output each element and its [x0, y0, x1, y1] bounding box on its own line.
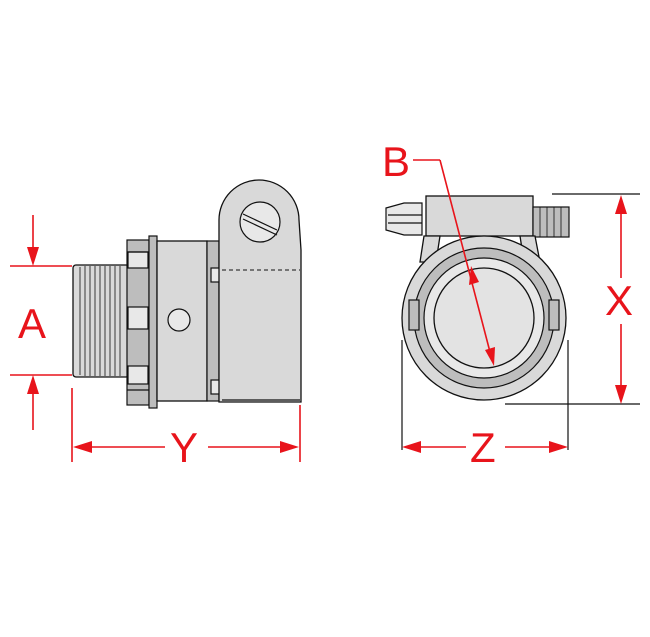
label-b: B [382, 138, 410, 185]
collar [206, 240, 222, 402]
dimension-x: X [605, 195, 633, 404]
label-x: X [605, 277, 633, 324]
left-tab [408, 299, 420, 331]
label-y: Y [170, 424, 198, 471]
locknut [126, 239, 150, 406]
right-tab [548, 299, 560, 331]
flange [148, 235, 158, 409]
clamp-bar [385, 195, 570, 238]
connector-body [156, 240, 208, 402]
label-a: A [18, 300, 46, 347]
front-view [385, 193, 640, 450]
threaded-end [72, 264, 130, 378]
dimension-z: Z [402, 424, 568, 471]
dimension-b: B [382, 138, 495, 366]
side-view [72, 179, 302, 409]
label-z: Z [470, 424, 496, 471]
dimension-a: A [10, 215, 72, 430]
set-screw-hole [167, 308, 191, 332]
bore [433, 267, 535, 369]
dimension-y: Y [71, 388, 301, 471]
clamp [218, 179, 302, 403]
